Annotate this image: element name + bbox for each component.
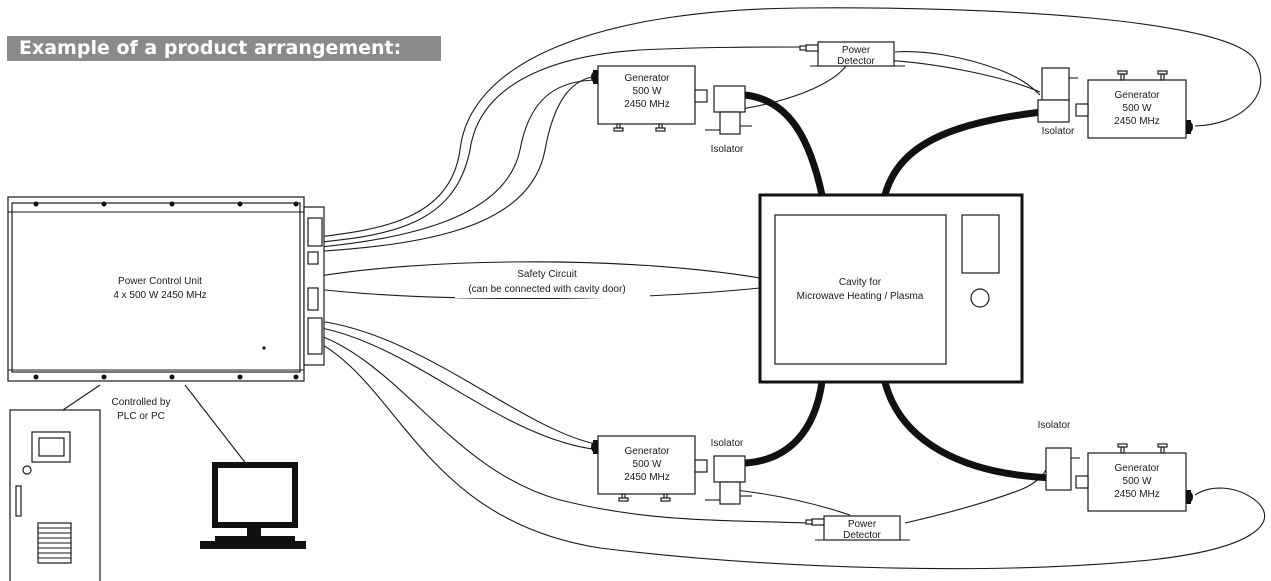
generator-line2: 500 W [633,459,662,470]
control-cables [59,7,1265,570]
power-detector-line1: Power [848,519,877,530]
power-detector-line1: Power [842,45,871,56]
cavity: Cavity for Microwave Heating / Plasma [758,193,1024,384]
isolator-bottom-right: Isolator [1038,420,1080,491]
isolator-top-right: Isolator [1037,67,1078,137]
power-detector-bottom: Power Detector [805,515,910,541]
safety-circuit-line1: Safety Circuit [517,269,577,280]
safety-circuit-line2: (can be connected with cavity door) [468,284,625,295]
cavity-label-line1: Cavity for [839,277,882,288]
pc-monitor [200,462,306,549]
controlled-by-line2: PLC or PC [117,411,165,422]
isolator-label: Isolator [1038,420,1071,431]
generator-line1: Generator [624,446,670,457]
generator-line3: 2450 MHz [1114,116,1160,127]
generator-bottom-left: Generator 500 W 2450 MHz [591,435,708,502]
generator-line3: 2450 MHz [624,472,670,483]
power-detector-line2: Detector [843,530,881,541]
generator-top-left: Generator 500 W 2450 MHz [591,65,708,132]
power-detector-top: Power Detector [799,41,905,67]
generator-line3: 2450 MHz [624,99,670,110]
cavity-label-line2: Microwave Heating / Plasma [797,291,924,302]
generator-line1: Generator [1114,463,1160,474]
generator-top-right: Generator 500 W 2450 MHz [1075,70,1193,139]
isolator-label: Isolator [711,144,744,155]
isolator-top-left: Isolator [705,85,752,155]
power-control-unit: Power Control Unit 4 x 500 W 2450 MHz [7,196,325,382]
generator-line1: Generator [1114,90,1160,101]
pcu-label-line1: Power Control Unit [118,276,202,287]
isolator-label: Isolator [1042,126,1075,137]
generator-line3: 2450 MHz [1114,489,1160,500]
isolator-label: Isolator [711,438,744,449]
diagram-title-banner: Example of a product arrangement: [7,36,441,61]
generator-line2: 500 W [633,86,662,97]
generator-line2: 500 W [1123,476,1152,487]
plc-cabinet [9,409,101,581]
pcu-label-line2: 4 x 500 W 2450 MHz [113,290,206,301]
generator-bottom-right: Generator 500 W 2450 MHz [1075,443,1193,512]
power-detector-line2: Detector [837,56,875,67]
generator-line1: Generator [624,73,670,84]
isolator-bottom-left: Isolator [705,438,752,505]
generator-line2: 500 W [1123,103,1152,114]
controlled-by-line1: Controlled by [112,397,171,408]
waveguides [741,91,1064,482]
